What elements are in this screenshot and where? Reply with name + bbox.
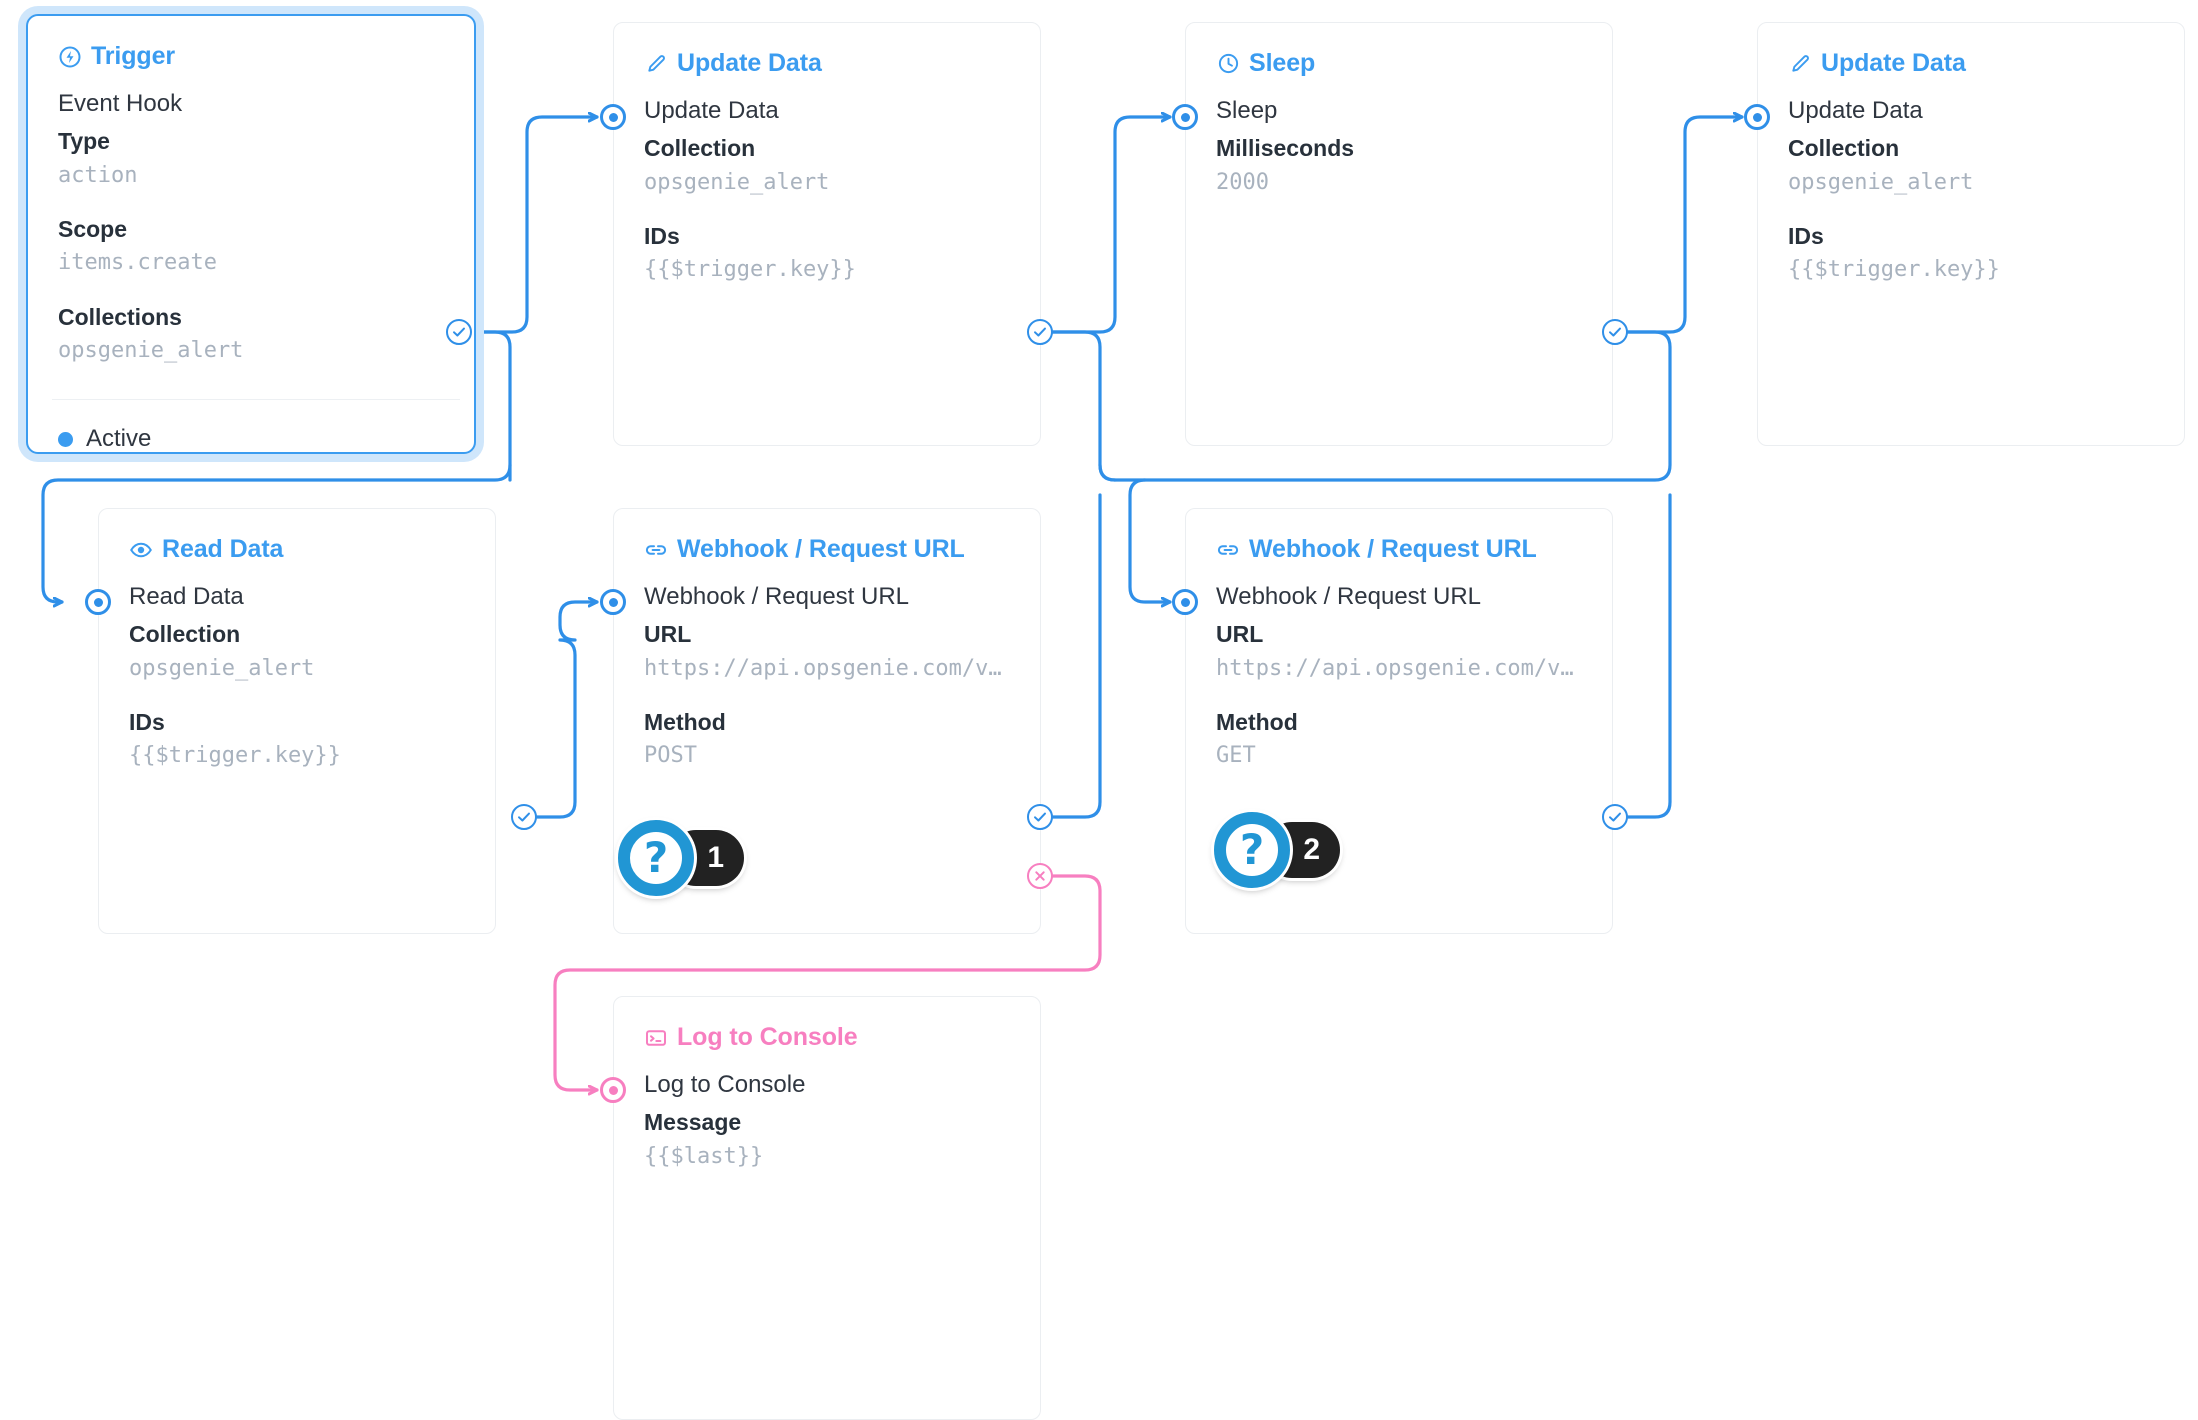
row-title-read-data: Read Data	[129, 583, 244, 610]
node-log-to-console-header: Log to Console	[614, 997, 1040, 1052]
node-log-to-console-title: Log to Console	[677, 1023, 858, 1051]
field-value-collection-read: opsgenie_alert	[129, 655, 315, 681]
field-label-message: Message	[644, 1109, 742, 1136]
field-label-method-post: Method	[644, 708, 726, 735]
status-dot-icon	[58, 431, 73, 447]
field-value-ids-read: {{$trigger.key}}	[129, 743, 341, 769]
help-badge-2[interactable]: ? 2	[1214, 812, 1340, 888]
field-label-url-post: URL	[644, 621, 692, 648]
eye-icon	[129, 538, 153, 562]
field-value-collection: opsgenie_alert	[644, 169, 830, 195]
node-trigger-header: Trigger	[28, 16, 474, 71]
pencil-icon	[1788, 52, 1812, 76]
field-value-type: action	[58, 162, 138, 188]
console-icon	[644, 1026, 668, 1050]
node-update-data-1[interactable]: Update Data Update Data Collection opsge…	[613, 22, 1041, 446]
bolt-circle-icon	[58, 45, 82, 69]
node-read-data-title: Read Data	[162, 535, 284, 563]
node-log-to-console[interactable]: Log to Console Log to Console Message {{…	[613, 996, 1041, 1420]
output-port-webhook-get[interactable]	[1602, 804, 1628, 830]
node-update-data-2[interactable]: Update Data Update Data Collection opsge…	[1757, 22, 2185, 446]
output-port-sleep[interactable]	[1602, 319, 1628, 345]
node-webhook-post-header: Webhook / Request URL	[614, 509, 1040, 564]
node-read-data-header: Read Data	[99, 509, 495, 564]
field-value-url-post: https://api.opsgenie.com/v…	[644, 655, 1002, 681]
node-webhook-get-title: Webhook / Request URL	[1249, 535, 1537, 563]
field-label-collection-2: Collection	[1788, 135, 1900, 162]
input-port-read-data[interactable]	[85, 589, 111, 615]
field-label-type: Type	[58, 128, 110, 155]
node-sleep-body: Sleep Milliseconds 2000	[1186, 78, 1612, 200]
input-port-update-data-2[interactable]	[1744, 104, 1770, 130]
node-sleep-title: Sleep	[1249, 49, 1316, 77]
node-webhook-post-title: Webhook / Request URL	[677, 535, 965, 563]
field-label-ids: IDs	[644, 222, 680, 249]
question-mark-icon[interactable]: ?	[618, 820, 694, 896]
field-label-collection: Collection	[644, 135, 756, 162]
node-trigger-title: Trigger	[91, 42, 176, 70]
row-title-update-data-1: Update Data	[644, 97, 779, 124]
field-label-url-get: URL	[1216, 621, 1264, 648]
input-port-update-data-1[interactable]	[600, 104, 626, 130]
field-value-ids-2: {{$trigger.key}}	[1788, 257, 2000, 283]
input-port-webhook-post[interactable]	[600, 589, 626, 615]
input-port-webhook-get[interactable]	[1172, 589, 1198, 615]
node-sleep[interactable]: Sleep Sleep Milliseconds 2000	[1185, 22, 1613, 446]
node-update-data-2-header: Update Data	[1758, 23, 2184, 78]
field-value-message: {{$last}}	[644, 1143, 764, 1169]
node-update-data-1-header: Update Data	[614, 23, 1040, 78]
node-trigger-row-title: Event Hook	[58, 90, 183, 117]
field-label-method-get: Method	[1216, 708, 1298, 735]
field-label-collection-read: Collection	[129, 621, 241, 648]
field-label-milliseconds: Milliseconds	[1216, 135, 1355, 162]
node-read-data[interactable]: Read Data Read Data Collection opsgenie_…	[98, 508, 496, 934]
input-port-sleep[interactable]	[1172, 104, 1198, 130]
node-sleep-header: Sleep	[1186, 23, 1612, 78]
field-value-method-post: POST	[644, 743, 697, 769]
node-update-data-2-title: Update Data	[1821, 49, 1966, 77]
field-value-scope: items.create	[58, 250, 217, 276]
status-label: Active	[86, 425, 152, 452]
field-label-ids-2: IDs	[1788, 222, 1824, 249]
pencil-icon	[644, 52, 668, 76]
help-badge-1[interactable]: ? 1	[618, 820, 744, 896]
node-update-data-1-title: Update Data	[677, 49, 822, 77]
clock-icon	[1216, 52, 1240, 76]
field-label-ids-read: IDs	[129, 708, 165, 735]
node-webhook-post-body: Webhook / Request URL URL https://api.op…	[614, 564, 1040, 774]
node-webhook-get-body: Webhook / Request URL URL https://api.op…	[1186, 564, 1612, 774]
row-title-update-data-2: Update Data	[1788, 97, 1923, 124]
row-title-sleep: Sleep	[1216, 97, 1278, 124]
error-port-webhook-post[interactable]	[1027, 863, 1053, 889]
output-port-update-data-1[interactable]	[1027, 319, 1053, 345]
row-title-webhook-post: Webhook / Request URL	[644, 583, 910, 610]
field-value-milliseconds: 2000	[1216, 169, 1269, 195]
node-trigger-body: Event Hook Type action Scope items.creat…	[28, 71, 474, 368]
field-value-method-get: GET	[1216, 743, 1256, 769]
link-icon	[1216, 538, 1240, 562]
node-update-data-2-body: Update Data Collection opsgenie_alert ID…	[1758, 78, 2184, 288]
row-title-webhook-get: Webhook / Request URL	[1216, 583, 1482, 610]
row-title-log-to-console: Log to Console	[644, 1071, 806, 1098]
node-trigger[interactable]: Trigger Event Hook Type action Scope ite…	[26, 14, 476, 454]
field-label-scope: Scope	[58, 215, 128, 242]
link-icon	[644, 538, 668, 562]
status-badge: Active	[58, 425, 151, 453]
output-port-webhook-post[interactable]	[1027, 804, 1053, 830]
node-webhook-get-header: Webhook / Request URL	[1186, 509, 1612, 564]
node-log-to-console-body: Log to Console Message {{$last}}	[614, 1052, 1040, 1174]
node-read-data-body: Read Data Collection opsgenie_alert IDs …	[99, 564, 495, 774]
input-port-log-to-console[interactable]	[600, 1077, 626, 1103]
output-port-read-data[interactable]	[511, 804, 537, 830]
field-value-collection-2: opsgenie_alert	[1788, 169, 1974, 195]
field-value-url-get: https://api.opsgenie.com/v…	[1216, 655, 1574, 681]
output-port-trigger[interactable]	[446, 319, 472, 345]
node-update-data-1-body: Update Data Collection opsgenie_alert ID…	[614, 78, 1040, 288]
trigger-divider	[52, 399, 460, 400]
field-value-ids: {{$trigger.key}}	[644, 257, 856, 283]
field-value-collections: opsgenie_alert	[58, 338, 244, 364]
field-label-collections: Collections	[58, 303, 182, 330]
question-mark-icon[interactable]: ?	[1214, 812, 1290, 888]
